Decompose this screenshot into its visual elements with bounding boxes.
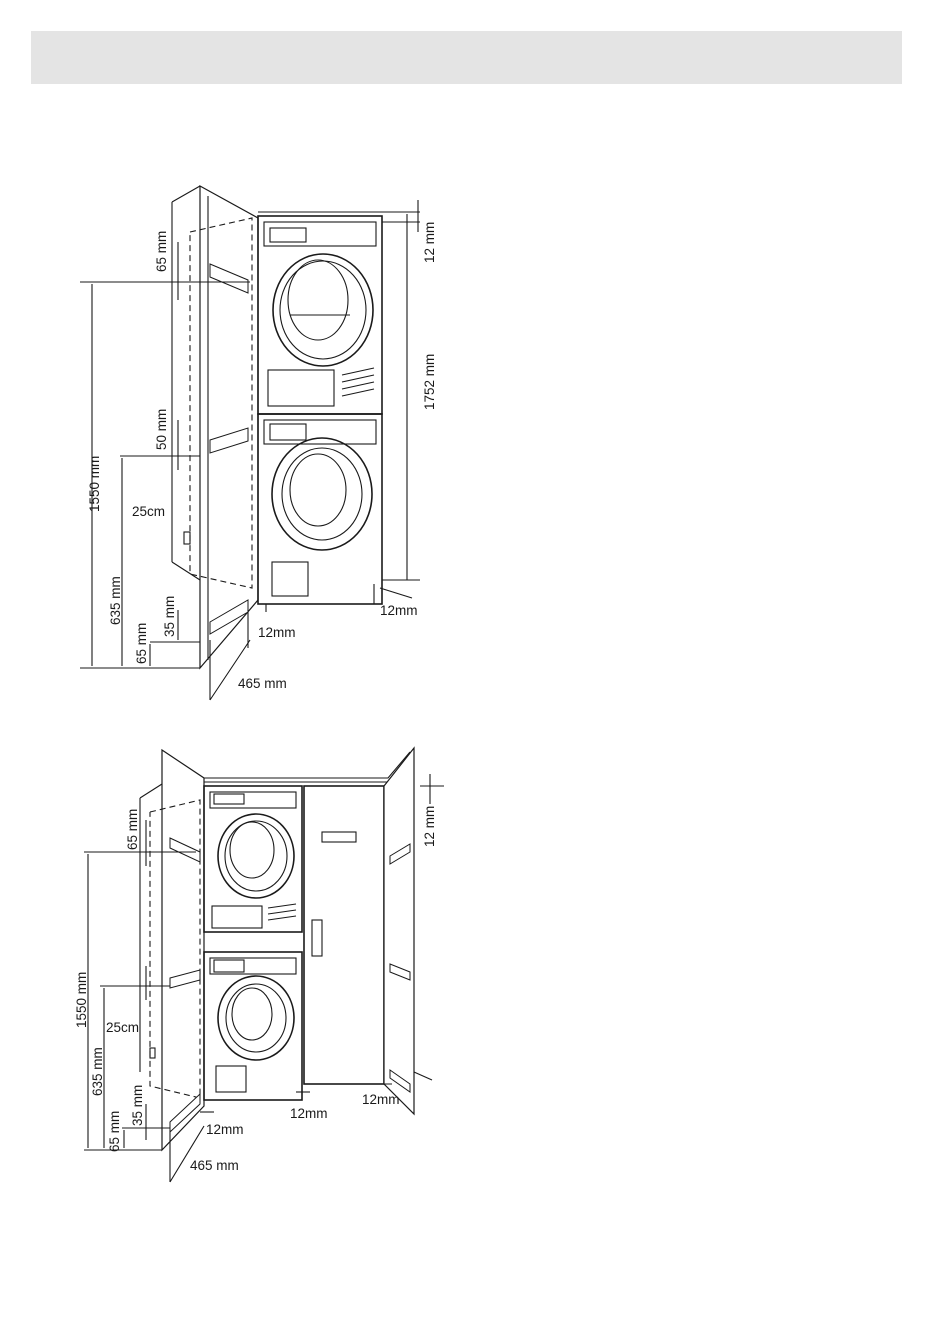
label-mid-height: 635 mm: [108, 576, 123, 625]
label-top-gap: 12 mm: [422, 806, 437, 847]
cabinet-right-panel: [384, 748, 414, 1114]
label-mid-height: 635 mm: [90, 1047, 105, 1096]
label-plinth: 65 mm: [134, 623, 149, 664]
diagram-top: 12 mm 1752 mm 65 mm 1550 mm 50 mm 635 mm…: [80, 186, 437, 700]
dryer-unit: [258, 216, 382, 414]
label-top-gap: 12 mm: [422, 222, 437, 263]
label-bracket-top-offset: 65 mm: [154, 231, 169, 272]
label-socket: 25cm: [106, 1020, 139, 1035]
label-right-gap: 12mm: [380, 603, 418, 618]
label-plinth: 65 mm: [107, 1111, 122, 1152]
washer-unit: [258, 414, 382, 612]
label-bottom-gap: 35 mm: [130, 1085, 145, 1126]
label-side-gap-left: 12mm: [206, 1122, 244, 1137]
label-bottom-gap: 35 mm: [162, 596, 177, 637]
label-socket: 25cm: [132, 504, 165, 519]
label-side-gap-mid: 12mm: [290, 1106, 328, 1121]
label-side-gap-right: 12mm: [362, 1092, 400, 1107]
label-depth: 465 mm: [190, 1158, 239, 1173]
label-cabinet-height: 1550 mm: [87, 456, 102, 512]
cabinet-side-panel: [200, 186, 258, 668]
label-side-gap: 12mm: [258, 625, 296, 640]
label-cabinet-height: 1550 mm: [74, 972, 89, 1028]
label-bracket-mid-offset: 50 mm: [154, 409, 169, 450]
diagram-bottom: 12 mm 65 mm 1550 mm 635 mm 25cm 35 mm 65…: [74, 748, 444, 1182]
label-depth: 465 mm: [238, 676, 287, 691]
cabinet-door: [304, 786, 384, 1084]
label-appliance-height: 1752 mm: [422, 354, 437, 410]
label-bracket-top-offset: 65 mm: [125, 809, 140, 850]
